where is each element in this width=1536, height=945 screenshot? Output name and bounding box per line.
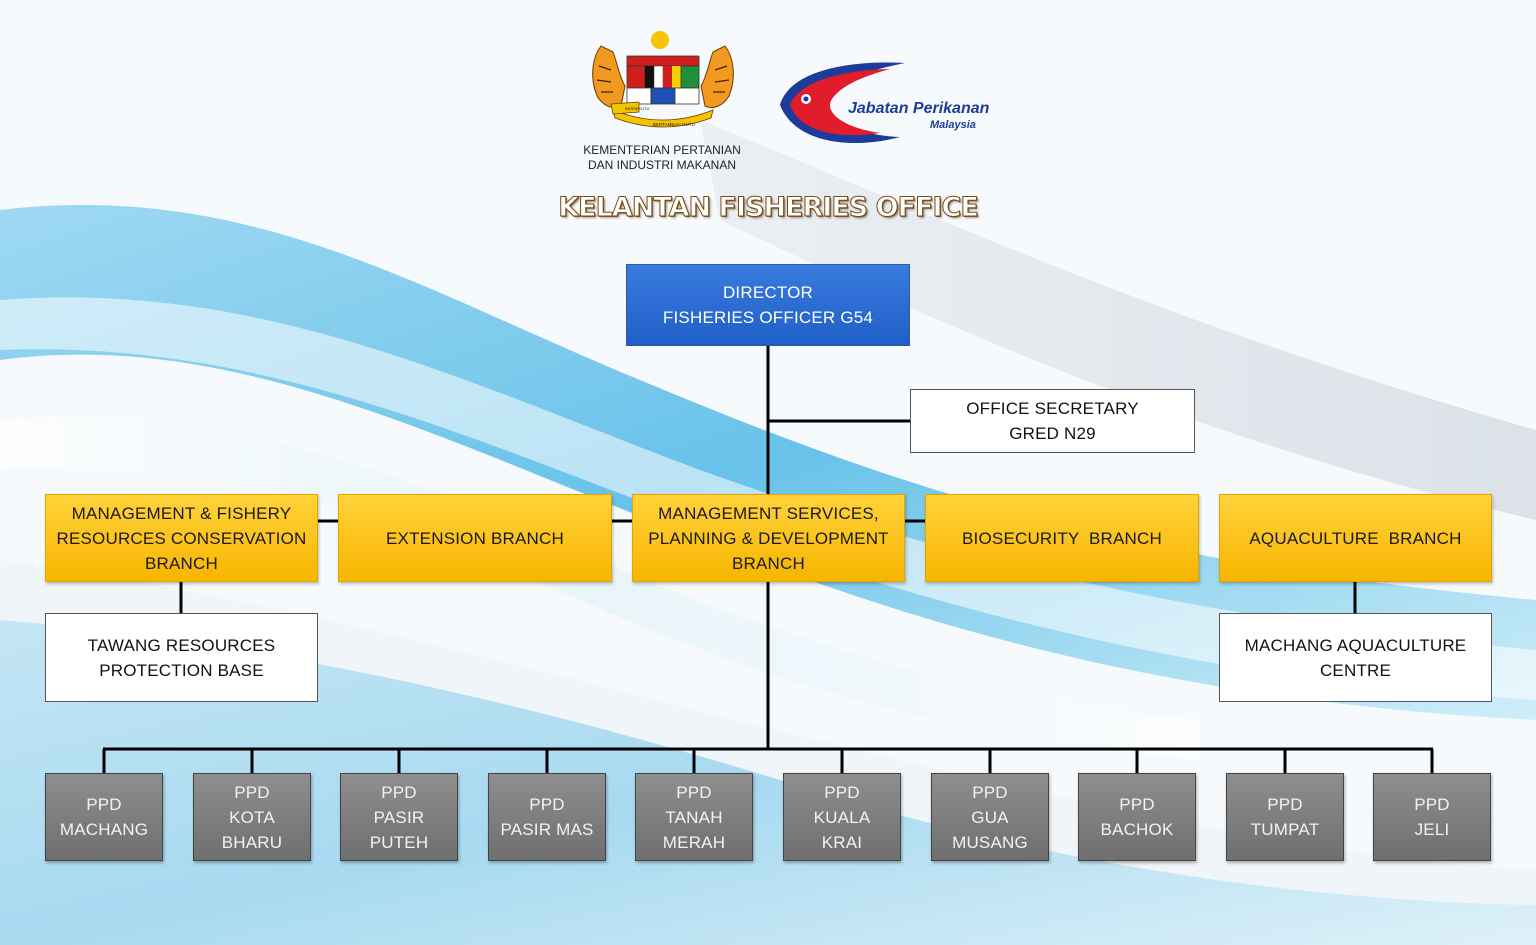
sub-unit-label-line: CENTRE xyxy=(1319,660,1392,680)
ministry-line-2: DAN INDUSTRI MAKANAN xyxy=(587,158,736,172)
ppd-office-box: PPD TANAH MERAH xyxy=(635,773,753,861)
tawang-resources-protection-base: TAWANG RESOURCES PROTECTION BASE xyxy=(45,613,318,702)
branch-label-line: EXTENSION BRANCH xyxy=(386,528,564,548)
ppd-office-label-line: PPD xyxy=(1267,795,1303,814)
ppd-office-box: PPD KOTA BHARU xyxy=(193,773,311,861)
ppd-office-label-line: TANAH xyxy=(665,807,723,827)
ppd-office-label-line: BHARU xyxy=(221,832,283,852)
sub-unit-label-line: TAWANG RESOURCES xyxy=(87,635,276,655)
machang-aquaculture-centre: MACHANG AQUACULTURE CENTRE xyxy=(1219,613,1492,702)
sub-unit-label-line: MACHANG AQUACULTURE xyxy=(1244,635,1467,655)
agency-logo-text: Jabatan Perikanan xyxy=(848,100,990,117)
ppd-office-label-line: KUALA xyxy=(813,807,871,827)
branch-aquaculture: AQUACULTURE BRANCH xyxy=(1219,494,1492,582)
ministry-name: KEMENTERIAN PERTANIAN DAN INDUSTRI MAKAN… xyxy=(562,143,762,173)
branch-label-line: BIOSECURITY BRANCH xyxy=(962,528,1162,548)
director-line-1: DIRECTOR xyxy=(722,283,814,302)
branch-label-line: BRANCH xyxy=(732,553,805,573)
jabatan-perikanan-fish-logo xyxy=(780,62,905,144)
office-secretary-box: OFFICE SECRETARY GRED N29 xyxy=(910,389,1195,453)
ppd-office-label-line: PPD xyxy=(676,782,712,802)
ppd-office-box: PPD KUALA KRAI xyxy=(783,773,901,861)
ppd-office-label-line: PASIR xyxy=(373,807,425,827)
branch-label-line: RESOURCES CONSERVATION xyxy=(56,528,307,548)
ppd-office-box: PPD TUMPAT xyxy=(1226,773,1344,861)
ppd-office-label-line: MACHANG xyxy=(59,820,149,839)
ppd-office-label-line: PPD xyxy=(972,782,1008,802)
branch-label-line: BRANCH xyxy=(145,553,218,573)
ppd-office-box: PPD JELI xyxy=(1373,773,1491,861)
ppd-office-label-line: GUA xyxy=(971,807,1009,827)
secretary-line-1: OFFICE SECRETARY xyxy=(966,399,1139,418)
ppd-office-label-line: MUSANG xyxy=(952,832,1028,852)
ppd-office-label-line: TUMPAT xyxy=(1250,820,1320,839)
branch-extension: EXTENSION BRANCH xyxy=(338,494,612,582)
ppd-office-label-line: KOTA xyxy=(229,807,275,827)
ppd-office-label-line: JELI xyxy=(1414,820,1450,839)
ppd-office-label-line: MERAH xyxy=(662,832,726,852)
svg-text:BERTAMBAH MUTU: BERTAMBAH MUTU xyxy=(653,122,695,127)
branch-label-line: MANAGEMENT & FISHERY xyxy=(71,503,292,523)
agency-logo-subtext: Malaysia xyxy=(930,119,976,131)
ppd-office-label-line: PUTEH xyxy=(369,832,429,852)
ppd-office-box: PPD MACHANG xyxy=(45,773,163,861)
branch-label-line: AQUACULTURE BRANCH xyxy=(1249,528,1462,548)
ppd-office-label-line: PPD xyxy=(1119,795,1155,814)
ppd-office-label-line: BACHOK xyxy=(1100,820,1174,839)
ppd-office-label-line: PPD xyxy=(86,795,122,814)
director-line-2: FISHERIES OFFICER G54 xyxy=(662,308,874,327)
ppd-office-label-line: PPD xyxy=(234,782,270,802)
ppd-office-label-line: PPD xyxy=(824,782,860,802)
secretary-line-2: GRED N29 xyxy=(1009,424,1096,443)
branch-biosecurity: BIOSECURITY BRANCH xyxy=(925,494,1199,582)
ppd-office-box: PPD PASIR MAS xyxy=(488,773,606,861)
malaysia-coat-of-arms-logo: BERSEKUTU BERTAMBAH MUTU xyxy=(592,30,734,128)
director-box: DIRECTOR FISHERIES OFFICER G54 xyxy=(626,264,910,346)
ppd-office-label-line: PASIR MAS xyxy=(500,820,594,839)
page-title: KELANTAN FISHERIES OFFICE xyxy=(558,192,980,224)
ppd-office-box: PPD BACHOK xyxy=(1078,773,1196,861)
branch-management-fishery: MANAGEMENT & FISHERY RESOURCES CONSERVAT… xyxy=(45,494,318,582)
ppd-office-label-line: PPD xyxy=(1414,795,1450,814)
ppd-office-label-line: PPD xyxy=(381,782,417,802)
ppd-office-label-line: PPD xyxy=(529,795,565,814)
ppd-office-box: PPD GUA MUSANG xyxy=(931,773,1049,861)
branch-management-services: MANAGEMENT SERVICES, PLANNING & DEVELOPM… xyxy=(632,494,905,582)
branch-label-line: PLANNING & DEVELOPMENT xyxy=(648,528,889,548)
ppd-office-label-line: KRAI xyxy=(821,832,863,852)
ministry-line-1: KEMENTERIAN PERTANIAN xyxy=(583,143,741,157)
sub-unit-label-line: PROTECTION BASE xyxy=(99,660,264,680)
svg-text:BERSEKUTU: BERSEKUTU xyxy=(625,106,650,111)
branch-label-line: MANAGEMENT SERVICES, xyxy=(658,503,879,523)
ppd-office-box: PPD PASIR PUTEH xyxy=(340,773,458,861)
